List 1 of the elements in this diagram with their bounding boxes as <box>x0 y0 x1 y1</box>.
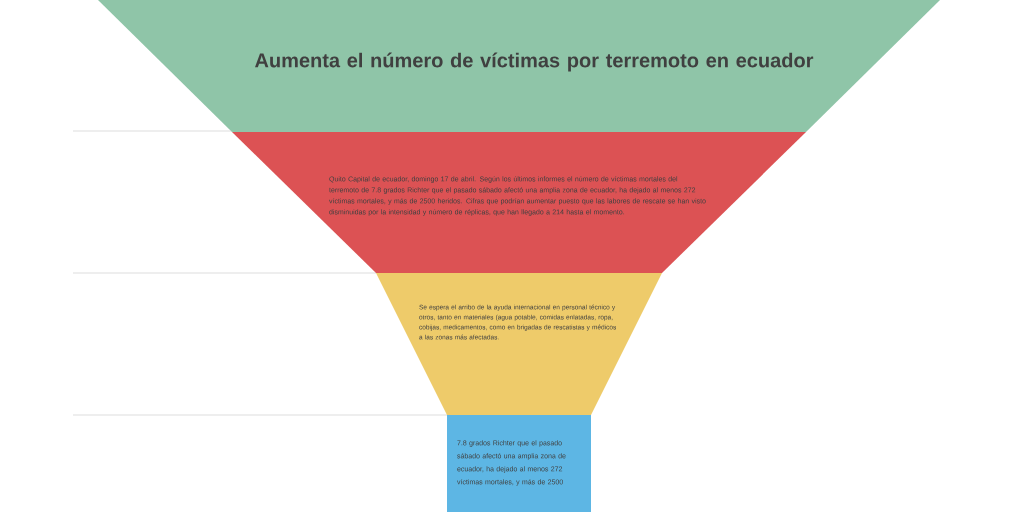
funnel-band: Aumenta el número de víctimas por terremoto en ecuador <box>98 0 940 132</box>
